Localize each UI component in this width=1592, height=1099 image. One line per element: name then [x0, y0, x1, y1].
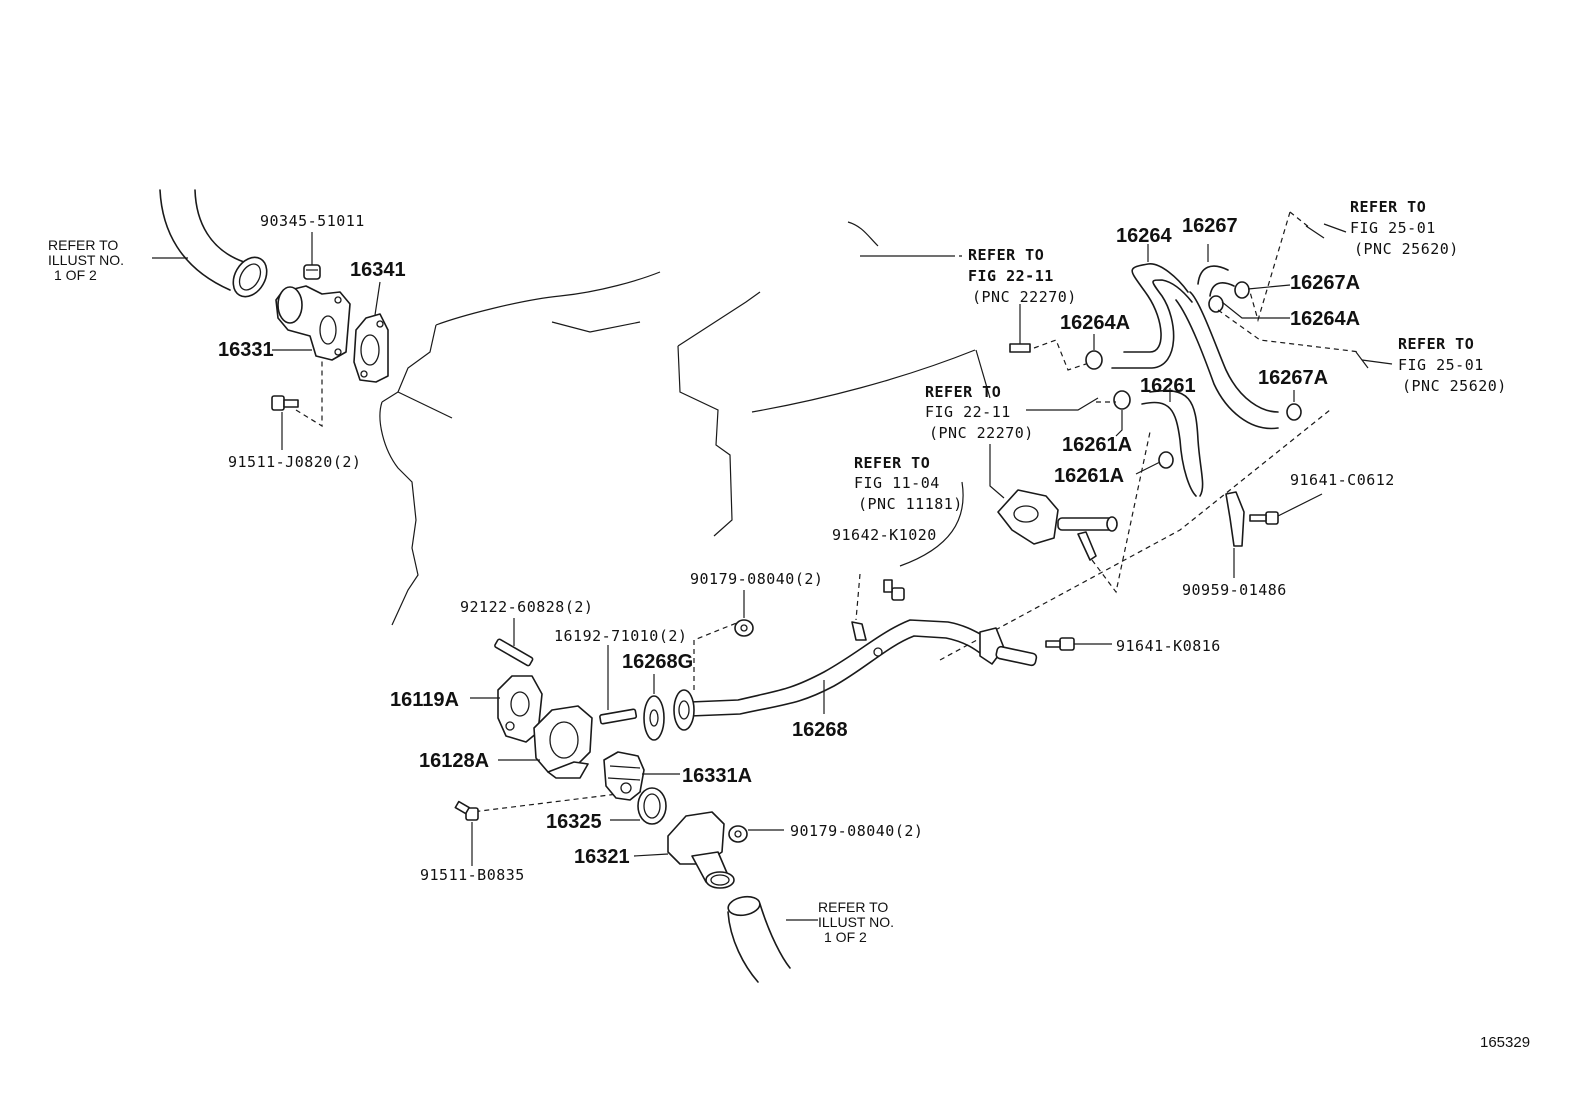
part-number-91511-b0835: 91511-B0835 [420, 866, 525, 884]
part-number-16261: 16261 [1140, 375, 1196, 397]
lower-radiator-hose [727, 895, 818, 983]
part-number-16192-71010: 16192-71010(2) [554, 627, 688, 645]
nut-90179-08040-bottom [728, 825, 784, 843]
part-number-91641-k0816: 91641-K0816 [1116, 637, 1221, 655]
refer-illust-bottom-line2: ILLUST NO. [818, 914, 894, 930]
refer-fig2501-a-line3: (PNC 25620) [1354, 240, 1459, 258]
water-outlet-16331 [272, 285, 351, 361]
gasket-16268g [643, 674, 665, 741]
water-bypass-joint [899, 431, 1151, 594]
refer-leaders-right [1009, 211, 1393, 411]
refer-fig2501-b-line1: REFER TO [1398, 335, 1475, 353]
refer-fig2501-a-line1: REFER TO [1350, 198, 1427, 216]
part-number-16267: 16267 [1182, 215, 1238, 237]
part-number-90179-08040-top: 90179-08040(2) [690, 570, 824, 588]
part-number-91511-j0820: 91511-J0820(2) [228, 453, 362, 471]
bolt-91511-j0820 [271, 360, 323, 450]
refer-illust-top-line1: REFER TO [48, 237, 119, 253]
refer-fig2211-a-line1: REFER TO [968, 246, 1045, 264]
refer-fig2501-b-line2: FIG 25-01 [1398, 356, 1484, 374]
part-number-16331: 16331 [218, 339, 274, 361]
part-number-16341: 16341 [350, 259, 406, 281]
refer-fig1104-line1: REFER TO [854, 454, 931, 472]
hose-16264 [1111, 244, 1193, 369]
bolt-91641-c0612 [1249, 493, 1323, 525]
part-number-16264a-right: 16264A [1290, 308, 1361, 330]
diagram-id: 165329 [1480, 1034, 1531, 1051]
clamps-upper [1085, 281, 1302, 421]
bolt-91642-k1020 [883, 579, 905, 601]
gasket-16341 [353, 281, 389, 383]
refer-fig2501-a-line2: FIG 25-01 [1350, 219, 1436, 237]
part-number-16264: 16264 [1116, 225, 1172, 247]
nut-90179-08040-top [734, 590, 754, 637]
engine-block-outline [379, 221, 991, 626]
part-number-16261a-1: 16261A [1062, 434, 1133, 456]
gasket-ring-16325 [610, 787, 667, 825]
refer-illust-top-line3: 1 OF 2 [54, 267, 97, 283]
part-number-16267a-top: 16267A [1290, 272, 1361, 294]
part-number-90345-51011: 90345-51011 [260, 212, 365, 230]
refer-fig2211-b-line2: FIG 22-11 [925, 403, 1011, 421]
part-number-16268g: 16268G [622, 651, 694, 673]
refer-fig2501-b-line3: (PNC 25620) [1402, 377, 1507, 395]
refer-fig1104-line2: FIG 11-04 [854, 474, 940, 492]
part-number-90179-08040-bottom: 90179-08040(2) [790, 822, 924, 840]
refer-illust-bottom-line3: 1 OF 2 [824, 929, 867, 945]
part-number-16325: 16325 [546, 811, 602, 833]
upper-radiator-hose [152, 189, 268, 298]
thermostat-16331a [603, 751, 680, 801]
part-number-16267a-bottom: 16267A [1258, 367, 1329, 389]
refer-fig2211-a-line2: FIG 22-11 [968, 267, 1054, 285]
gasket-16119a [470, 675, 543, 743]
refer-fig2211-b-line3: (PNC 22270) [929, 424, 1034, 442]
bolt-91511-b0835 [454, 800, 479, 866]
housing-16128a [498, 705, 593, 779]
bypass-pipe-16268 [673, 619, 1038, 731]
part-number-16268: 16268 [792, 719, 848, 741]
part-number-16119a: 16119A [390, 689, 459, 711]
part-number-90959-01486: 90959-01486 [1182, 581, 1287, 599]
stud-92122-60828 [494, 618, 534, 667]
refer-illust-bottom-line1: REFER TO [818, 899, 889, 915]
plug-90345-51011 [303, 232, 321, 280]
hose-16267 [1175, 244, 1279, 430]
clip-90959-01486 [1225, 491, 1245, 578]
part-number-91641-c0612: 91641-C0612 [1290, 471, 1395, 489]
part-number-16264a-left: 16264A [1060, 312, 1131, 334]
hose-16261 [1113, 388, 1204, 497]
part-number-16261a-2: 16261A [1054, 465, 1125, 487]
part-number-16321: 16321 [574, 846, 630, 868]
refer-illust-top-line2: ILLUST NO. [48, 252, 124, 268]
refer-fig1104-line3: (PNC 11181) [858, 495, 963, 513]
stud-16192-71010 [599, 645, 638, 725]
bolt-91641-k0816 [1045, 637, 1112, 651]
part-number-92122-60828: 92122-60828(2) [460, 598, 594, 616]
water-inlet-16321 [633, 811, 735, 889]
refer-fig2211-a-line3: (PNC 22270) [972, 288, 1077, 306]
part-number-16331a: 16331A [682, 765, 753, 787]
part-number-16128a: 16128A [419, 750, 490, 772]
refer-fig2211-b-line1: REFER TO [925, 383, 1002, 401]
part-number-91642-k1020: 91642-K1020 [832, 526, 937, 544]
